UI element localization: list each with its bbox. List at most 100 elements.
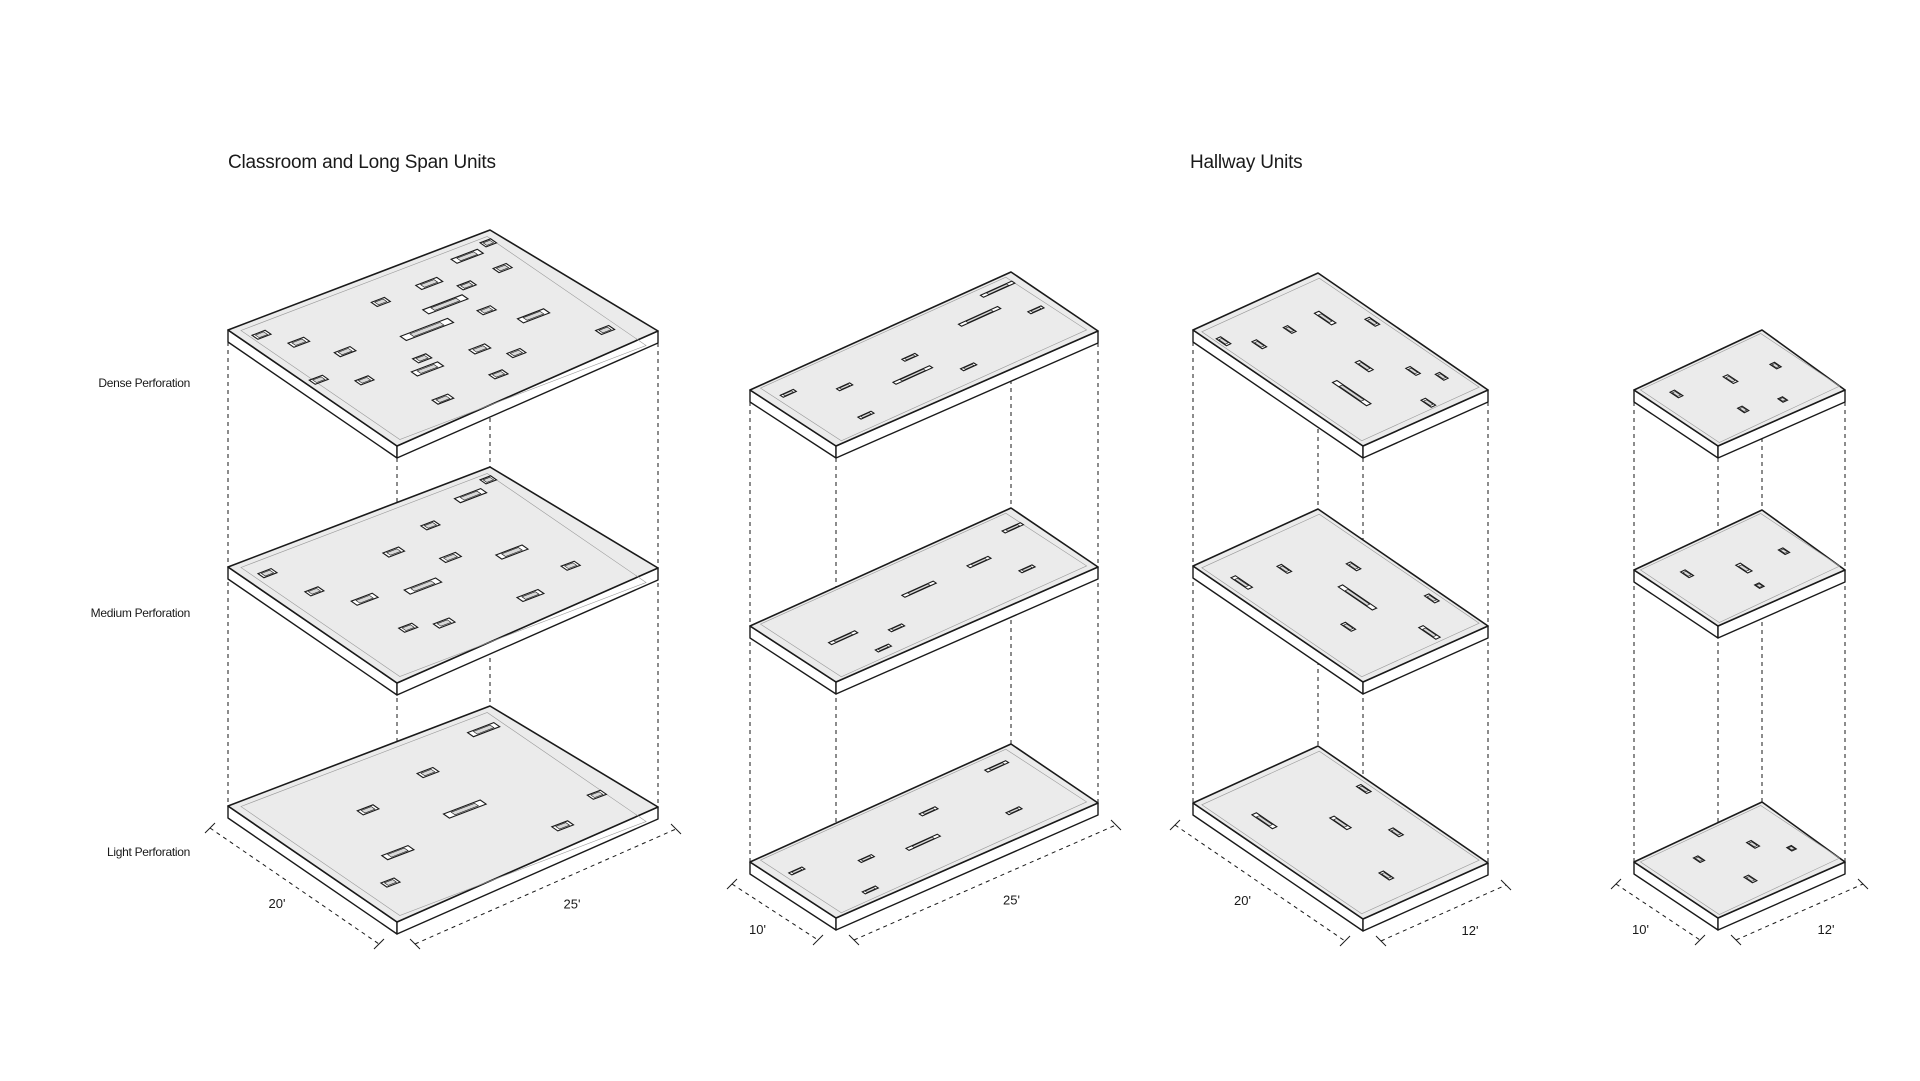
- perforation-inner: [598, 326, 612, 334]
- perforation-inner: [1771, 363, 1780, 369]
- perforation-inner: [450, 802, 480, 816]
- width-dimension-line: [1174, 824, 1346, 942]
- perforation-inner: [1694, 856, 1704, 862]
- perforation-inner: [1342, 623, 1354, 630]
- width-dimension-line: [731, 883, 819, 941]
- perforation-inner: [1021, 565, 1033, 572]
- unit-hallway-small: [1633, 329, 1846, 931]
- perforation-inner: [1407, 367, 1419, 375]
- hallway-units-title: Hallway Units: [1190, 152, 1303, 173]
- perforation-inner: [1380, 872, 1392, 879]
- width-dimension-label: 20': [1234, 893, 1251, 908]
- slab-dense-perforation: [1192, 272, 1489, 459]
- perforation-inner: [435, 395, 451, 403]
- perforation-inner: [890, 624, 903, 631]
- perforation-inner: [459, 490, 482, 501]
- slab-inner-outline: [1201, 277, 1480, 442]
- perforation-inner: [1005, 524, 1021, 532]
- perforation-inner: [1671, 391, 1682, 397]
- perforation-inner: [521, 591, 540, 600]
- perforation-inner: [1366, 318, 1378, 325]
- perforation-inner: [509, 349, 524, 357]
- slab-inner-outline: [240, 473, 647, 677]
- length-dimension-line: [1380, 884, 1507, 942]
- perforation-inner: [260, 569, 275, 577]
- length-dimension-line: [1735, 883, 1864, 941]
- row-label-light: Light Perforation: [107, 845, 190, 859]
- perforation-inner: [1358, 785, 1370, 793]
- perforation-inner: [491, 371, 506, 378]
- perforation-inner: [479, 307, 494, 314]
- perforation-inner: [899, 368, 927, 382]
- perforation-inner: [1390, 829, 1402, 836]
- slab-inner-outline: [1201, 750, 1480, 915]
- perforation-inner: [291, 338, 307, 346]
- perforation-inner: [415, 355, 429, 362]
- width-dimension-label: 20': [269, 896, 286, 911]
- dimensions-hallway-large: 20'12': [1169, 819, 1512, 947]
- perforation-inner: [416, 364, 439, 374]
- row-label-dense: Dense Perforation: [98, 376, 190, 390]
- perforation-inner: [472, 724, 495, 735]
- perforation-inner: [833, 632, 854, 643]
- slab-inner-outline: [240, 236, 647, 440]
- perforation-inner: [1284, 326, 1295, 333]
- width-dimension-line: [209, 827, 380, 945]
- unit-classroom-large: [227, 229, 659, 935]
- perforation-inner: [1348, 563, 1359, 570]
- perforation-inner: [459, 282, 474, 289]
- perforation-inner: [456, 251, 479, 262]
- perforation-inner: [1738, 406, 1748, 412]
- slab-light-perforation: [1192, 745, 1489, 932]
- dimension-tick: [726, 878, 738, 890]
- perforation-inner: [864, 887, 877, 893]
- length-dimension-label: 25': [1003, 893, 1020, 908]
- perforation-inner: [360, 806, 376, 814]
- dimensions-hallway-small: 10'12': [1610, 878, 1869, 946]
- perforation-inner: [1745, 876, 1756, 882]
- dimension-tick: [373, 938, 385, 950]
- length-dimension-label: 12': [1818, 922, 1835, 937]
- perforation-inner: [1030, 306, 1042, 313]
- perforation-inner: [1436, 373, 1447, 380]
- perforation-inner: [860, 855, 873, 862]
- perforation-inner: [501, 547, 523, 557]
- slab-top: [749, 271, 1099, 447]
- dimension-tick: [1375, 935, 1387, 947]
- slab-light-perforation: [749, 743, 1099, 931]
- perforation-inner: [383, 879, 398, 886]
- slab-top: [1192, 745, 1489, 920]
- perforation-inner: [423, 522, 438, 529]
- slab-top: [1192, 508, 1489, 683]
- perforation-inner: [401, 624, 415, 631]
- classroom-units-title: Classroom and Long Span Units: [228, 152, 496, 173]
- perforation-inner: [419, 279, 439, 288]
- perforation-inner: [472, 345, 488, 353]
- length-dimension-label: 25': [564, 897, 581, 912]
- slab-light-perforation: [1633, 801, 1846, 931]
- dimension-tick: [848, 934, 860, 946]
- slab-inner-outline: [1201, 513, 1480, 678]
- slab-top: [227, 466, 659, 684]
- perforation-inner: [782, 390, 795, 397]
- dimension-tick: [1694, 934, 1706, 946]
- perforation-inner: [1682, 570, 1692, 577]
- perforation-inner: [922, 808, 936, 815]
- perforation-inner: [482, 476, 495, 483]
- perforation-inner: [307, 588, 322, 595]
- unit-classroom-long-span: [749, 271, 1099, 931]
- perforation-inner: [1748, 841, 1758, 848]
- perforation-inner: [495, 264, 510, 272]
- slab-inner-outline: [759, 512, 1088, 678]
- slab-top: [749, 743, 1099, 919]
- perforation-inner: [436, 619, 452, 627]
- perforation-inner: [312, 376, 326, 383]
- perforation-inner: [522, 310, 545, 321]
- width-dimension-line: [1615, 883, 1701, 941]
- slab-inner-outline: [1639, 513, 1841, 623]
- perforation-inner: [1357, 362, 1371, 371]
- perforation-inner: [988, 762, 1005, 771]
- slab-medium-perforation: [227, 466, 659, 696]
- perforation-inner: [442, 553, 459, 561]
